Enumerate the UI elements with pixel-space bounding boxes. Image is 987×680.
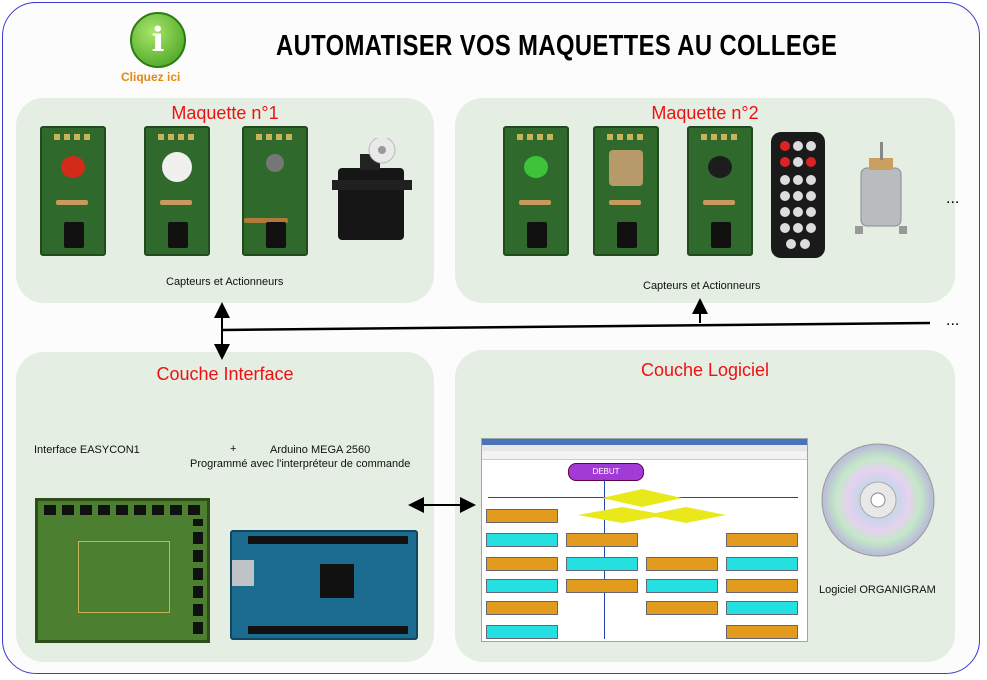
- maquette-1-title: Maquette n°1: [171, 103, 279, 123]
- sensor-board-potentiometer: [593, 126, 659, 256]
- interface-label-sub: Programmé avec l'interpréteur de command…: [190, 458, 411, 470]
- sensor-board-photo: [687, 126, 753, 256]
- interface-label-easycon: Interface EASYCON1: [34, 444, 140, 456]
- interface-label-plus: +: [230, 443, 237, 455]
- cd-icon: [821, 443, 935, 557]
- info-link-label[interactable]: Cliquez ici: [121, 70, 181, 84]
- page-title: AUTOMATISER VOS MAQUETTES AU COLLEGE: [276, 30, 838, 62]
- sensor-board-switch: [242, 126, 308, 256]
- maquette-1-panel: Maquette n°1 Capteurs et Actionneurs: [16, 98, 434, 303]
- arduino-mega-board: [230, 530, 418, 640]
- sensor-board-green-led: [503, 126, 569, 256]
- interface-label-arduino: Arduino MEGA 2560: [270, 444, 371, 456]
- maquette-1-caption: Capteurs et Actionneurs: [166, 276, 284, 288]
- remote-icon: [771, 132, 825, 258]
- maquette-ellipsis: ...: [946, 190, 960, 207]
- sensor-board-white-button: [144, 126, 210, 256]
- easycon-board: [35, 498, 210, 643]
- logiciel-title: Couche Logiciel: [640, 360, 770, 380]
- maquette-2-title: Maquette n°2: [651, 103, 759, 123]
- info-icon[interactable]: i: [130, 12, 186, 68]
- logiciel-label: Logiciel ORGANIGRAM: [819, 584, 936, 596]
- maquette-2-caption: Capteurs et Actionneurs: [643, 280, 761, 292]
- organigram-screenshot: DEBUT: [481, 438, 808, 642]
- sensor-board-red-button: [40, 126, 106, 256]
- servo-icon: [332, 138, 412, 240]
- maquette-2-panel: Maquette n°2 Capteurs et Actionneurs: [455, 98, 955, 303]
- motor-icon: [855, 142, 907, 234]
- interface-title: Couche Interface: [156, 364, 294, 384]
- flow-start: DEBUT: [568, 463, 644, 481]
- bus-ellipsis: ...: [946, 312, 960, 329]
